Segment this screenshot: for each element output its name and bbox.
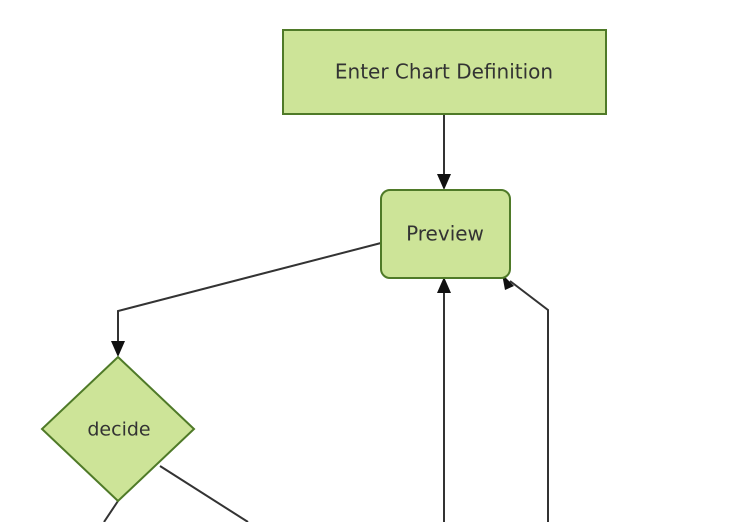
edge-center-return-to-preview (437, 277, 451, 522)
edge-enter-to-preview (437, 114, 451, 190)
edge-decide-right-out (159, 465, 249, 522)
edge-enter-to-preview-arrowhead (437, 174, 451, 190)
node-layer: Enter Chart Definition Preview decide (40, 29, 607, 503)
edge-preview-to-decide-arrowhead (111, 341, 125, 357)
node-decide-shape[interactable] (40, 355, 196, 503)
edge-right-return-to-preview (502, 274, 549, 522)
node-preview-label: Preview (406, 222, 484, 246)
node-preview-shape[interactable] (380, 189, 511, 279)
edge-right-return-to-preview-line (509, 280, 549, 522)
edge-center-return-to-preview-arrowhead (437, 277, 451, 293)
node-preview[interactable]: Preview (380, 189, 511, 279)
edge-decide-right-out-line (159, 465, 249, 522)
node-enter-chart-definition-label: Enter Chart Definition (335, 60, 553, 84)
node-enter-chart-definition-shape[interactable] (282, 29, 607, 115)
node-decide-label: decide (87, 419, 150, 441)
node-decide[interactable]: decide (40, 355, 196, 503)
edge-decide-bottom-out-line (103, 500, 119, 522)
edge-decide-bottom-out (103, 500, 119, 522)
node-enter-chart-definition[interactable]: Enter Chart Definition (282, 29, 607, 115)
edge-preview-to-decide (111, 242, 382, 357)
edge-preview-to-decide-line (117, 242, 382, 347)
edge-layer (103, 114, 549, 522)
